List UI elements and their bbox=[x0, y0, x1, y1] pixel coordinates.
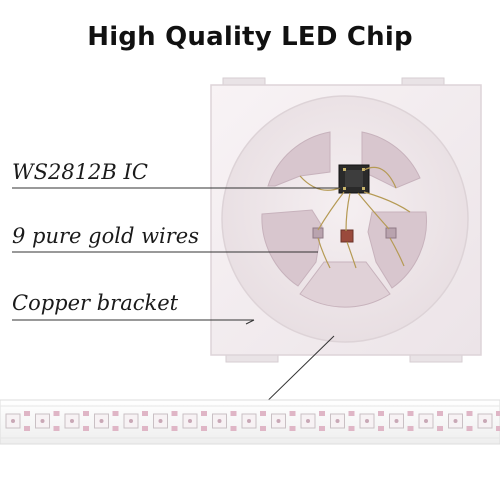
strip-pad bbox=[437, 411, 443, 416]
strip-led-core bbox=[99, 419, 104, 423]
strip-led-core bbox=[217, 419, 222, 423]
copper-bracket-pads bbox=[261, 131, 427, 308]
strip-pad bbox=[142, 426, 148, 431]
strip-led-core bbox=[70, 419, 74, 423]
strip-led-core bbox=[188, 419, 192, 423]
strip-pad bbox=[112, 426, 119, 431]
strip-pad bbox=[83, 426, 89, 431]
strip-led-core bbox=[247, 419, 251, 423]
strip-led-core bbox=[365, 419, 369, 423]
strip-pad bbox=[24, 411, 30, 416]
strip-led-core bbox=[129, 419, 133, 423]
strip-pad bbox=[289, 411, 296, 416]
strip-pad bbox=[24, 426, 30, 431]
strip-led-core bbox=[483, 419, 487, 423]
strip-pad bbox=[496, 411, 500, 416]
strip-pad bbox=[437, 426, 443, 431]
strip-pad bbox=[201, 411, 207, 416]
led-dies bbox=[312, 227, 397, 243]
strip-pad bbox=[53, 426, 60, 431]
strip-led-core bbox=[11, 419, 15, 423]
strip-pad bbox=[171, 426, 178, 431]
strip-led-core bbox=[40, 419, 45, 423]
strip-pad bbox=[466, 411, 473, 416]
strip-pad bbox=[348, 426, 355, 431]
strip-pad bbox=[201, 426, 207, 431]
strip-led-core bbox=[335, 419, 340, 423]
strip-pad bbox=[466, 426, 473, 431]
led-strip-pixels bbox=[5, 411, 500, 431]
strip-pad bbox=[496, 426, 500, 431]
strip-led-core bbox=[306, 419, 310, 423]
strip-led-core bbox=[424, 419, 428, 423]
strip-led-core bbox=[276, 419, 281, 423]
strip-pad bbox=[407, 426, 414, 431]
strip-pad bbox=[171, 411, 178, 416]
strip-pad bbox=[319, 426, 325, 431]
gold-wires bbox=[299, 166, 411, 269]
ic-callout-label: WS2812B IC bbox=[12, 160, 148, 184]
strip-led-core bbox=[453, 419, 458, 423]
strip-pad bbox=[83, 411, 89, 416]
strip-pad bbox=[230, 426, 237, 431]
strip-led-core bbox=[158, 419, 163, 423]
strip-pad bbox=[260, 411, 266, 416]
strip-pad bbox=[319, 411, 325, 416]
strip-pad bbox=[142, 411, 148, 416]
strip-pad bbox=[230, 411, 237, 416]
strip-pad bbox=[407, 411, 414, 416]
page-title: High Quality LED Chip bbox=[87, 22, 413, 52]
strip-pad bbox=[112, 411, 119, 416]
strip-pad bbox=[378, 426, 384, 431]
strip-led-core bbox=[394, 419, 399, 423]
copper-bracket-callout-label: Copper bracket bbox=[12, 291, 179, 315]
strip-pad bbox=[378, 411, 384, 416]
strip-pad bbox=[289, 426, 296, 431]
gold-wires-callout-label: 9 pure gold wires bbox=[12, 224, 200, 248]
strip-pad bbox=[348, 411, 355, 416]
strip-pad bbox=[260, 426, 266, 431]
strip-pad bbox=[53, 411, 60, 416]
